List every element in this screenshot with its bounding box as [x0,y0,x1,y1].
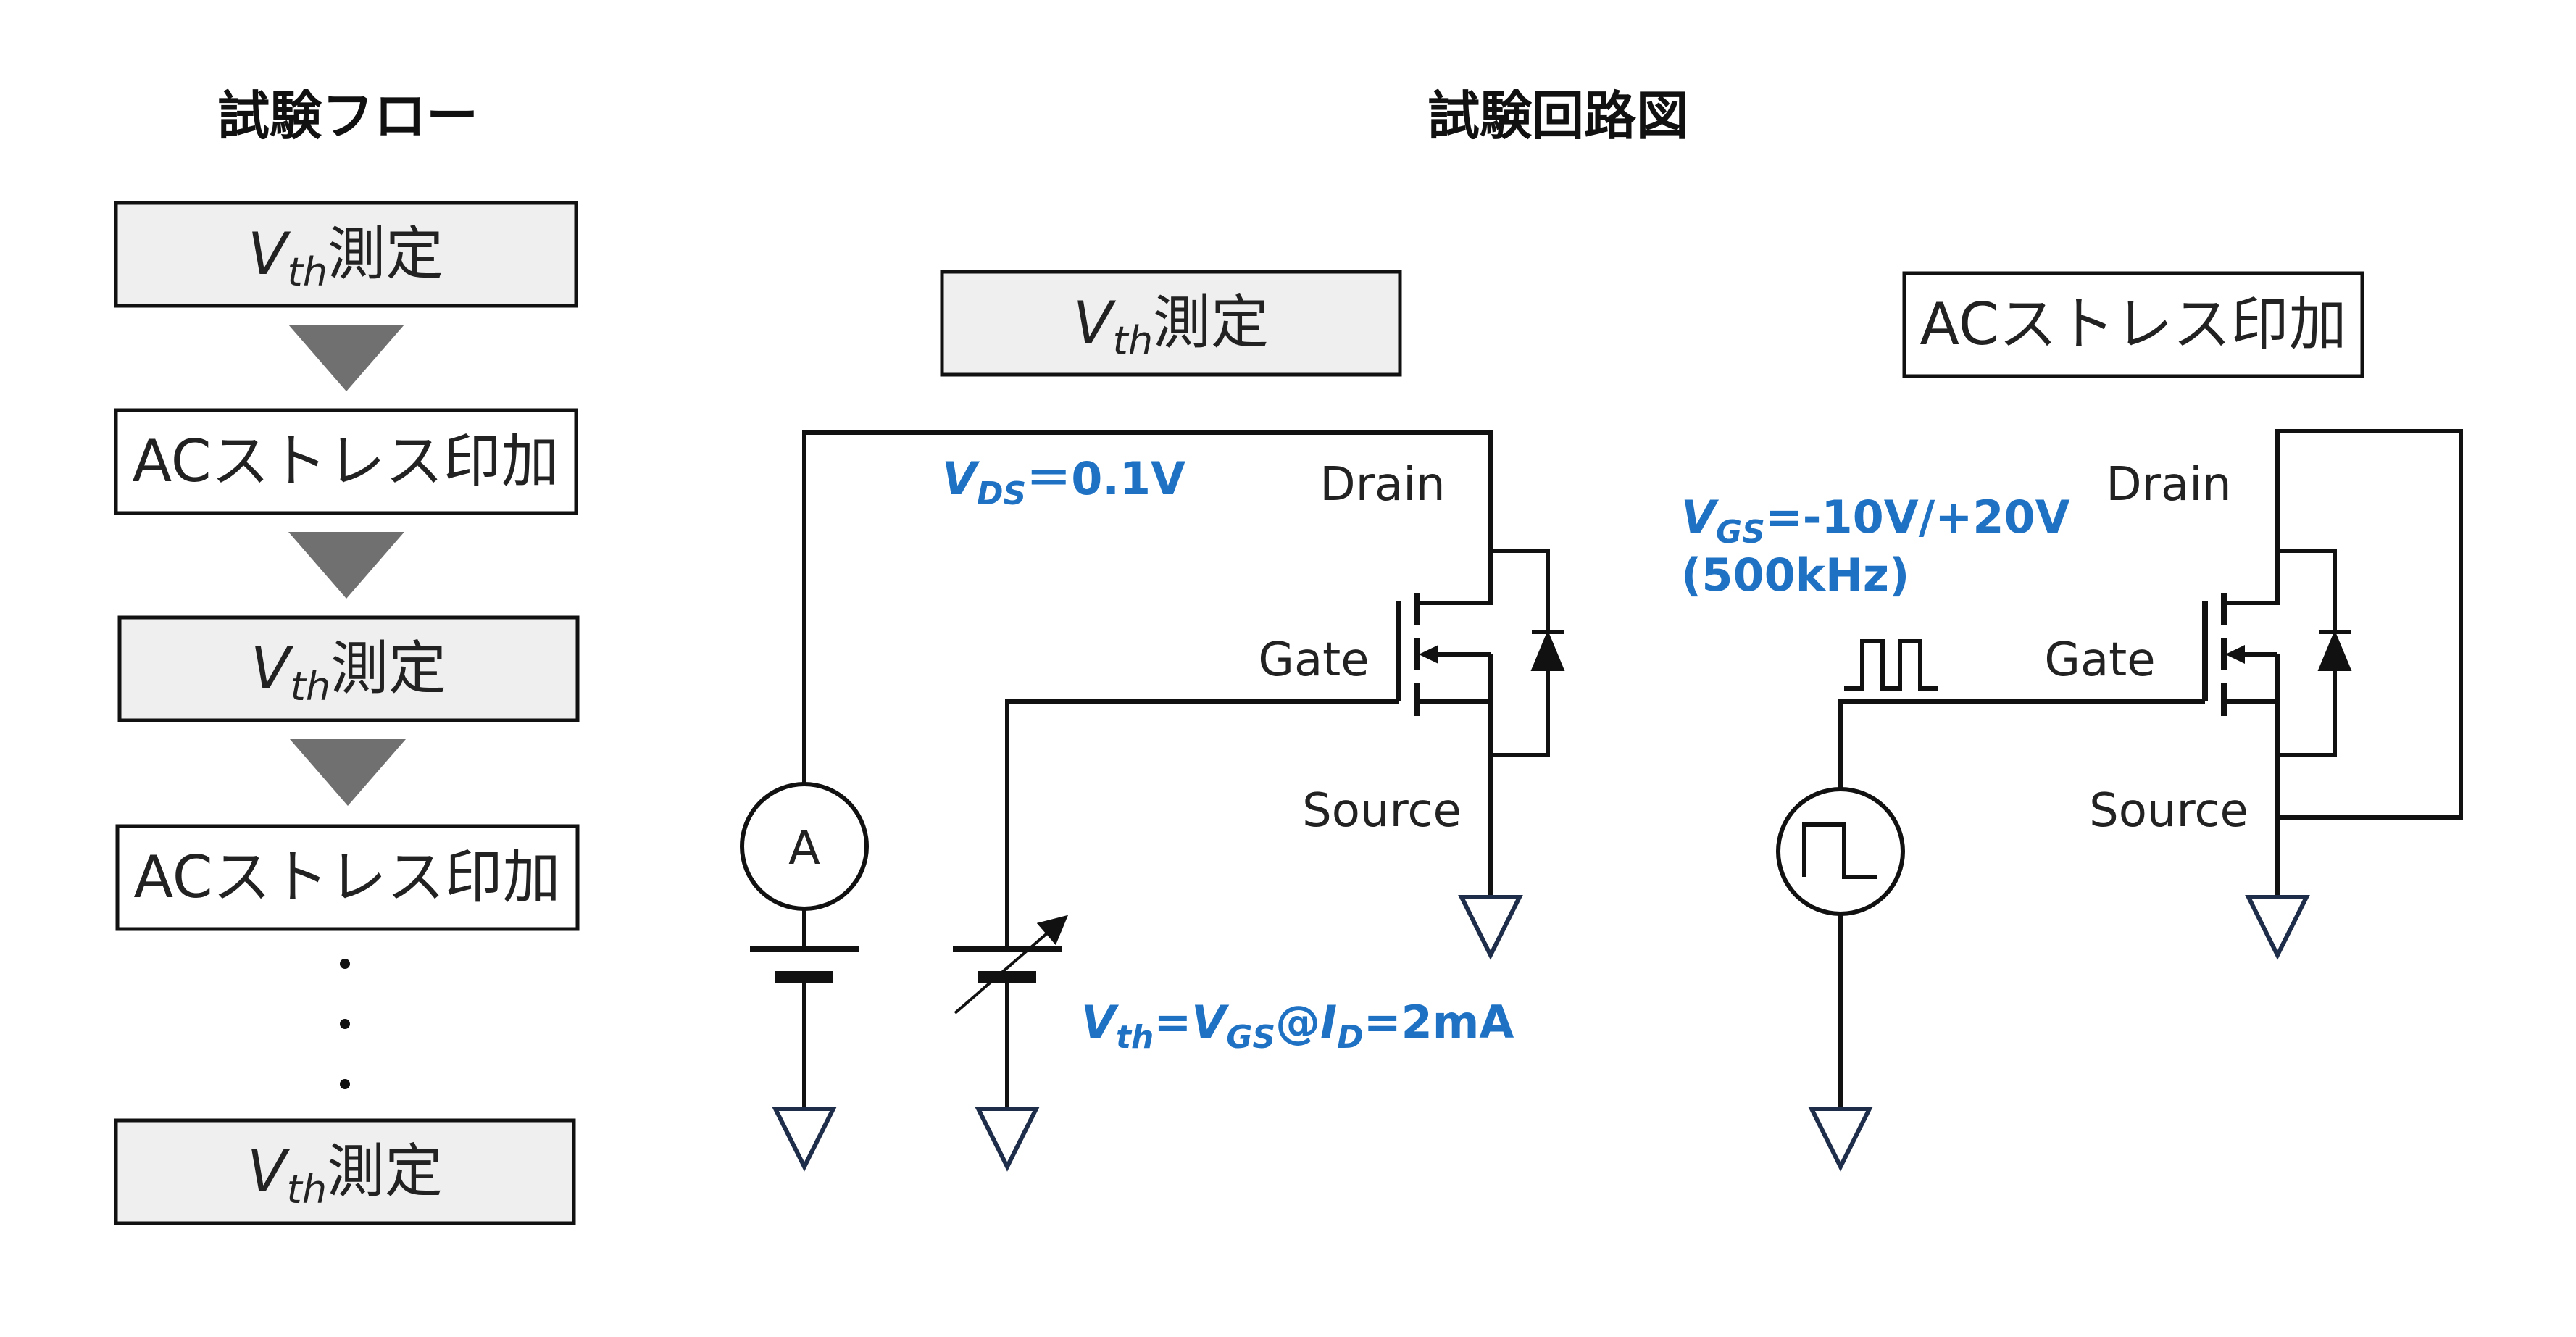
drain-label-2: Drain [2106,458,2231,512]
gate-wire-ac [1838,699,2205,790]
ac-panel-header: ACストレス印加 [1902,271,2364,378]
flow-step-vth-2: Vth測定 [117,615,580,722]
flow-step-ac-1: ACストレス印加 [114,408,578,515]
svg-text:Vth測定: Vth測定 [248,220,443,295]
source-label-1: Source [1302,784,1462,838]
flow-ellipsis [340,959,350,1089]
svg-text:A: A [788,822,820,875]
flow-arrow-3 [290,739,406,806]
ground-4 [1808,1107,1873,1172]
flow-step-ac-2: ACストレス印加 [115,824,580,931]
circuit-title: 試験回路図 [1427,86,1688,146]
flow-step-vth-1: Vth測定 [114,201,578,308]
vth-formula: Vth=VGS@ID=2mA [1081,996,1514,1056]
ground-2 [975,1107,1040,1172]
frequency-label: (500kHz) [1681,549,1909,601]
mosfet-1 [1396,549,1565,897]
variable-supply-vgs [953,915,1069,1109]
ground-3 [1458,895,1523,960]
svg-text:ACストレス印加: ACストレス印加 [132,428,559,495]
svg-text:ACストレス印加: ACストレス印加 [133,844,560,911]
gate-label-1: Gate [1258,633,1369,687]
svg-text:ACストレス印加: ACストレス印加 [1920,291,2346,358]
flow-step-vth-3: Vth測定 [114,1118,576,1225]
drain-label-1: Drain [1320,458,1445,512]
source-label-2: Source [2089,784,2248,838]
gate-label-2: Gate [2044,633,2155,687]
ground-5 [2245,895,2310,960]
svg-text:Vth測定: Vth測定 [247,1138,443,1212]
flow-arrow-2 [288,532,404,599]
drain-wire [802,430,1493,783]
svg-text:Vth測定: Vth測定 [251,635,446,709]
mosfet-2 [2202,429,2463,897]
ground-1 [772,1107,837,1172]
vds-label: VDS＝0.1V [942,452,1185,512]
svg-text:Vth測定: Vth測定 [1073,289,1269,364]
flow-title: 試験フロー [217,86,478,146]
vth-panel-header: Vth測定 [940,270,1402,377]
pulse-train-icon [1844,639,1938,691]
vgs-label: VGS=-10V/+20V [1681,491,2070,551]
gate-wire [1005,699,1399,949]
dc-supply-vds [750,946,859,1109]
pulse-generator [1776,787,1905,1109]
ammeter: A [740,782,869,911]
flow-arrow-1 [288,325,404,391]
